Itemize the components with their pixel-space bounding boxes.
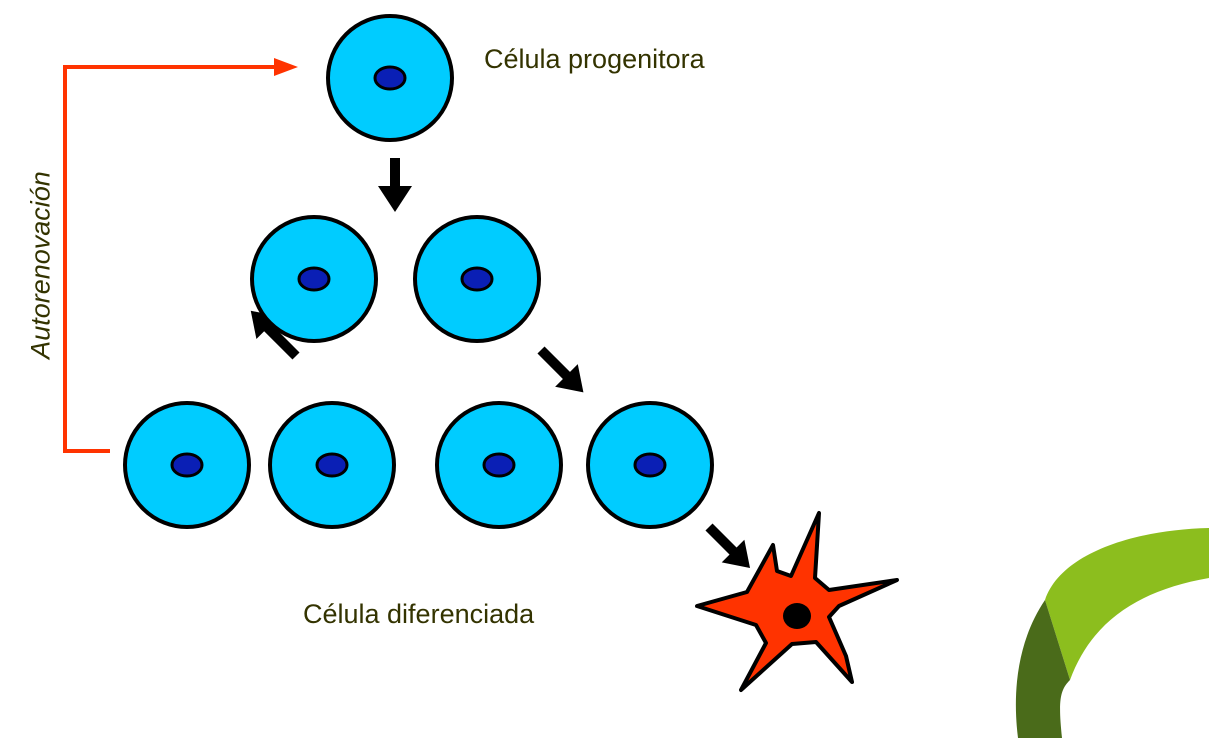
logo-swoosh-light [1045,528,1209,680]
granddaughter-cell-2 [270,403,394,527]
differentiation-arrow [698,516,762,580]
label-self-renewal: Autorenovación [26,171,57,359]
granddaughter-cell-3 [437,403,561,527]
granddaughter-cell-1 [125,403,249,527]
progenitor-cell [328,16,452,140]
granddaughter-cell-4 [588,403,712,527]
logo-swoosh [1016,528,1209,738]
label-differentiated-cell: Célula diferenciada [303,599,534,630]
label-progenitor-cell: Célula progenitora [484,44,705,75]
division-arrow-top [378,158,412,212]
division-arrow-right [530,339,595,404]
daughter-cell-right [415,217,539,341]
daughter-cell-left [252,217,376,341]
